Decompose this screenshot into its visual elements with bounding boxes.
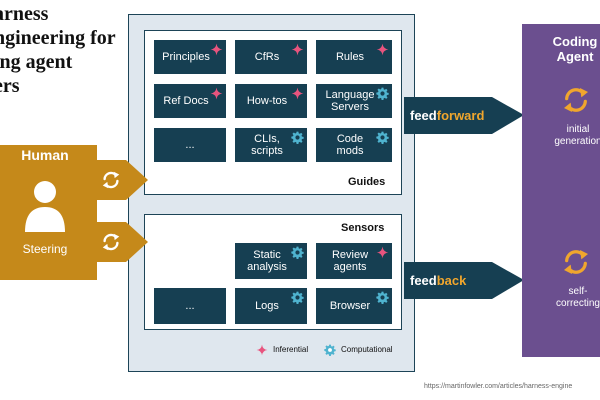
legend-computational: Computational [341,345,393,354]
guide-tile-label: How-tos [246,95,288,107]
sensor-tile-review-agents: Review agents [316,243,392,279]
guide-tile-label: ... [185,139,195,151]
initial-generation-label: initial generation [554,124,600,147]
cycle-icon [564,250,588,274]
coding-agent-box [522,24,600,357]
title-line-4: ers [0,75,20,97]
gear-icon [376,291,389,304]
sparkle-icon [210,87,223,100]
cycle-icon [102,233,120,251]
self-correcting-label: self- correcting [556,286,600,309]
sensor-tile-label: Review agents [331,249,369,273]
sensor-tile-label: Static analysis [247,249,287,273]
guide-tile-label: Code mods [336,133,364,157]
guides-label: Guides [348,176,386,188]
guide-tile-label: Ref Docs [163,95,209,107]
guide-tile-label: Language Servers [325,89,375,113]
guide-tile-cfrs: CfRs [235,40,307,74]
guide-tile-how-tos: How-tos [235,84,307,118]
guide-tile-label: CfRs [254,51,280,63]
gear-icon [376,131,389,144]
sparkle-icon [376,43,389,56]
feedforward-label: feedforward [410,108,485,123]
sensor-tile-label: Browser [329,300,371,312]
gear-icon [291,131,304,144]
source-url: https://martinfowler.com/articles/harnes… [424,383,573,390]
guide-tile-rules: Rules [316,40,392,74]
gear-icon [376,87,389,100]
sensor-tile-static-analysis: Static analysis [235,243,307,279]
legend-gear-icon [324,344,336,356]
guide-tile-label: Rules [335,51,365,63]
guide-tile-principles: Principles [154,40,226,74]
sparkle-icon [291,87,304,100]
sensor-tile-more: ... [154,288,226,324]
title-line-1: arness [0,3,49,25]
gear-icon [291,291,304,304]
legend-sparkle-icon [256,344,268,356]
diagram-title: arness ngineering for ing agent ers [0,2,134,98]
feedback-label: feedback [410,273,467,288]
sparkle-icon [210,43,223,56]
guide-tile-more: ... [154,128,226,162]
cycle-icon [564,88,588,112]
sensor-tile-label: ... [185,300,195,312]
human-title: Human [21,147,69,163]
guide-tile-label: Principles [162,51,210,63]
guide-tile-code-mods: Code mods [316,128,392,162]
sensors-label: Sensors [341,222,385,234]
human-subtitle: Steering [22,242,68,256]
gear-icon [291,246,304,259]
title-line-3: ing agent [0,51,73,73]
sparkle-icon [291,43,304,56]
guide-tile-language-servers: Language Servers [316,84,392,118]
person-icon [25,181,65,232]
guide-tile-ref-docs: Ref Docs [154,84,226,118]
guide-tile-clis-scripts: CLIs, scripts [235,128,307,162]
legend-inferential: Inferential [273,345,309,354]
sensor-tile-logs: Logs [235,288,307,324]
cycle-icon [102,171,120,189]
sensor-tile-browser: Browser [316,288,392,324]
sensor-tile-label: Logs [255,300,279,312]
sparkle-icon [376,246,389,259]
title-line-2: ngineering for [0,27,116,49]
coding-agent-title: Coding Agent [552,34,598,64]
guide-tile-label: CLIs, scripts [251,133,283,157]
